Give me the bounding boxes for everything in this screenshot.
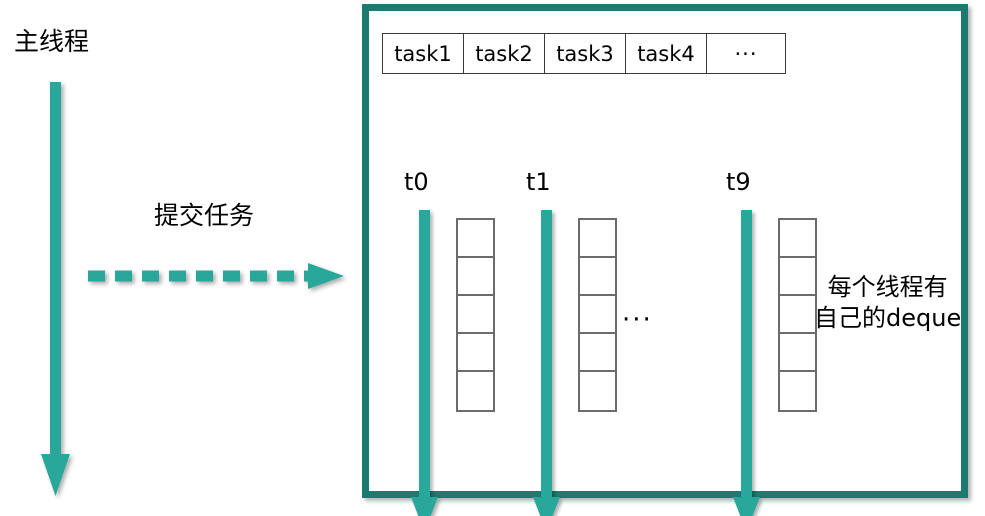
task-queue-cell[interactable]: task3: [545, 34, 626, 73]
deque-slot[interactable]: [458, 334, 493, 372]
main-thread-label: 主线程: [14, 27, 90, 56]
task-queue-cell[interactable]: task2: [464, 34, 545, 73]
deque-slot[interactable]: [458, 296, 493, 334]
thread-deque-t9: [778, 218, 817, 412]
thread-label-t9: t9: [726, 168, 751, 196]
deque-slot[interactable]: [780, 334, 815, 372]
submit-task-label: 提交任务: [154, 201, 255, 230]
task-queue-cell[interactable]: task4: [626, 34, 707, 73]
deque-slot[interactable]: [780, 220, 815, 258]
deque-slot[interactable]: [458, 220, 493, 258]
task-queue-cell-ellipsis: ···: [734, 41, 758, 66]
thread-arrow-icon: [733, 210, 760, 516]
deque-slot[interactable]: [580, 372, 615, 410]
thread-arrow-icon: [533, 210, 560, 516]
threads-ellipsis: ···: [622, 305, 653, 335]
deque-note-label: 每个线程有 自己的deque: [814, 273, 962, 333]
deque-slot[interactable]: [458, 258, 493, 296]
deque-slot[interactable]: [580, 258, 615, 296]
deque-slot[interactable]: [780, 296, 815, 334]
deque-slot[interactable]: [580, 334, 615, 372]
deque-slot[interactable]: [580, 220, 615, 258]
thread-label-t1: t1: [526, 168, 551, 196]
thread-arrow-icon: [411, 210, 438, 516]
deque-slot[interactable]: [580, 296, 615, 334]
task-queue-cell[interactable]: task1: [383, 34, 464, 73]
thread-pool-box: [362, 4, 968, 498]
main-thread-arrow-icon: [41, 82, 70, 496]
deque-slot[interactable]: [780, 372, 815, 410]
thread-deque-t0: [456, 218, 495, 412]
submit-task-dashed-arrow-icon: [88, 263, 344, 289]
deque-slot[interactable]: [780, 258, 815, 296]
thread-deque-t1: [578, 218, 617, 412]
deque-slot[interactable]: [458, 372, 493, 410]
thread-label-t0: t0: [404, 168, 429, 196]
task-queue: task1 task2 task3 task4 ···: [382, 33, 786, 74]
